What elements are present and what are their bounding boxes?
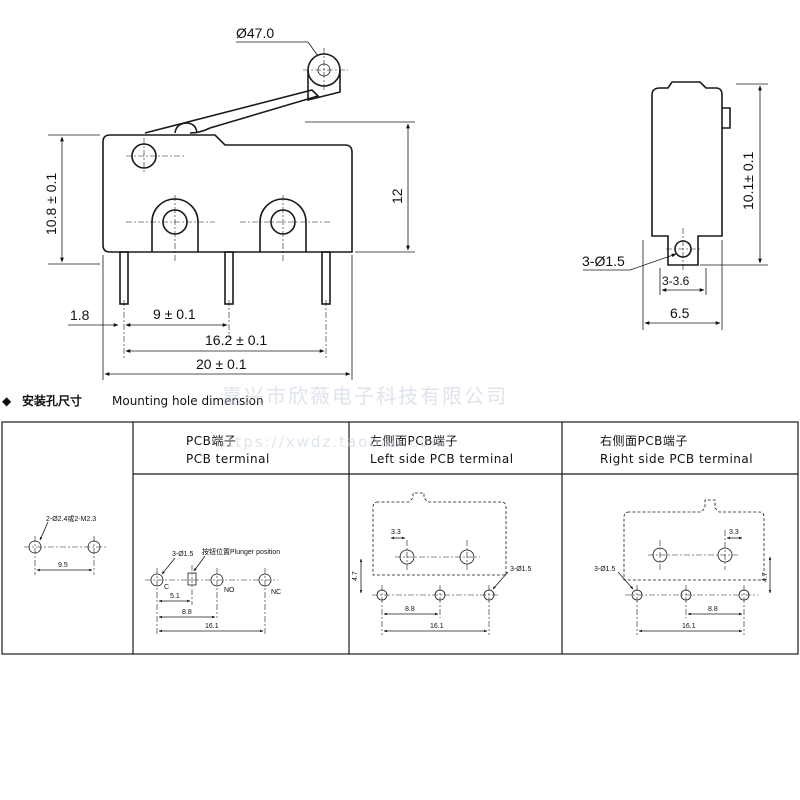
side-width-label: 6.5	[670, 305, 690, 321]
pin-c	[119, 251, 129, 305]
panel2-c: C	[164, 584, 169, 591]
panel1-note: 2-Ø2.4或2-M2.3	[46, 514, 96, 523]
panel3-d3: 16.1	[430, 623, 444, 630]
section-title-en: Mounting hole dimension	[112, 394, 264, 408]
pin-offset-label: 1.8	[70, 307, 90, 323]
pin-nc	[321, 251, 331, 305]
length-label: 20 ± 0.1	[196, 356, 247, 372]
panel2-note: 3-Ø1.5	[172, 551, 194, 558]
side-pin-width-label: 3-3.6	[662, 274, 690, 288]
side-view: 3-Ø1.5 3-3.6 6.5 10.1± 0.1	[582, 81, 768, 330]
panel-right-side: 3.3 4.7 3-Ø1.5 8.8 16.1	[594, 499, 772, 635]
side-height-label: 10.1± 0.1	[740, 152, 756, 210]
panel-mount-holes: 2-Ø2.4或2-M2.3 9.5	[24, 514, 106, 575]
panel-pcb-terminal: 3-Ø1.5 按钮位置Plunger position C NO NC 5.1 …	[145, 547, 281, 635]
switch-body	[102, 134, 353, 253]
panel2-nc: NC	[271, 589, 281, 596]
roller-diameter-label: Ø47.0	[236, 25, 274, 41]
panel3-title-en: Left side PCB terminal	[370, 452, 514, 466]
panel4-d3: 16.1	[682, 623, 696, 630]
side-hole-label: 3-Ø1.5	[582, 253, 625, 269]
panel2-d3: 16.1	[205, 623, 219, 630]
panel2-title-cn: PCB端子	[186, 434, 236, 448]
watermark-url: https://xwdz.taobao.com	[216, 433, 448, 451]
panel4-da: 3.3	[729, 529, 739, 536]
panel4-note: 3-Ø1.5	[594, 566, 616, 573]
total-height-label: 12	[389, 188, 405, 204]
pin-no	[224, 251, 234, 305]
pin-pitch-2-label: 16.2 ± 0.1	[205, 332, 267, 348]
panel3-da: 3.3	[391, 529, 401, 536]
body-height-label: 10.8 ± 0.1	[43, 173, 59, 235]
section-heading: ◆ 安装孔尺寸 Mounting hole dimension	[2, 393, 264, 408]
panel4-dh: 4.7	[762, 572, 769, 582]
panel2-d1: 5.1	[170, 593, 180, 600]
panel2-no: NO	[224, 587, 235, 594]
section-title-cn: 安装孔尺寸	[22, 393, 82, 408]
panel3-d2: 8.8	[405, 606, 415, 613]
panel2-d2: 8.8	[182, 609, 192, 616]
panel2-plunger: 按钮位置Plunger position	[202, 547, 280, 556]
panel3-title-cn: 左侧面PCB端子	[370, 433, 458, 448]
side-body	[651, 81, 723, 266]
panel3-note: 3-Ø1.5	[510, 566, 532, 573]
lever-arm	[144, 89, 320, 134]
panel4-title-cn: 右侧面PCB端子	[600, 433, 688, 448]
mounting-table: PCB端子 PCB terminal 左侧面PCB端子 Left side PC…	[1, 421, 799, 655]
panel1-dim: 9.5	[58, 562, 68, 569]
section-bullet: ◆	[2, 394, 12, 408]
panel2-title-en: PCB terminal	[186, 452, 270, 466]
pin-pitch-1-label: 9 ± 0.1	[153, 306, 196, 322]
panel4-d2: 8.8	[708, 606, 718, 613]
watermark-company: 嘉兴市欣薇电子科技有限公司	[222, 384, 508, 408]
front-view: Ø47.0 10.8 ± 0.1 12 1.8 9 ± 0.1 16.2 ± 0…	[43, 25, 415, 380]
panel-left-side: 3.3 4.7 3-Ø1.5 8.8 16.1	[352, 492, 532, 635]
panel4-title-en: Right side PCB terminal	[600, 452, 753, 466]
panel3-dh: 4.7	[352, 571, 359, 581]
